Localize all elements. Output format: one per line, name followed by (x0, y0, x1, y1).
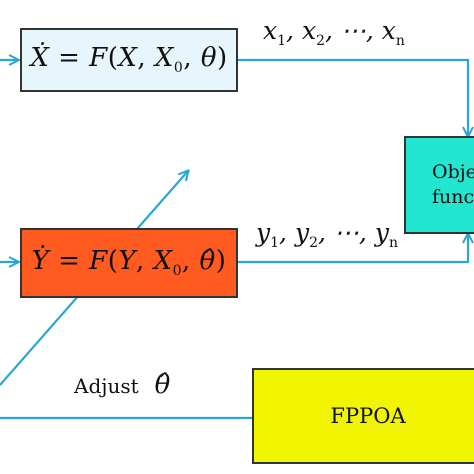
estimate-open-paren: ( (107, 246, 119, 277)
model-close-paren: ) (217, 43, 228, 74)
estimate-arg-theta-hat: θ̂ (199, 246, 216, 277)
model-eq-sign: = (58, 43, 81, 74)
model-arg-x0: X (154, 43, 174, 74)
fppoa-label: FPPOA (330, 404, 406, 428)
y-sequence-label: y1, y2, ⋯, yn (256, 218, 398, 251)
adjust-label: Adjust θ̂ (74, 370, 170, 400)
estimate-arg-x0: X (153, 246, 173, 277)
estimate-arg-y: Y (118, 246, 137, 277)
model-open-paren: ( (107, 43, 119, 74)
estimate-equation-box: Ẏ = F(Y, X0, θ̂) (20, 228, 238, 298)
estimate-lhs: Ẏ (31, 246, 50, 277)
x-sequence-label: x1, x2, ⋯, xn (263, 16, 405, 49)
estimate-to-objective-arrow (238, 234, 468, 264)
model-arg-theta: θ (200, 43, 218, 74)
objective-label-line1: Obje (432, 161, 474, 183)
estimate-arg-x0-sub: 0 (172, 263, 182, 280)
model-arg-x0-sub: 0 (173, 60, 184, 77)
adjust-theta-hat: θ̂ (154, 370, 171, 400)
model-equation-box: Ẋ = F(X, X0, θ) (20, 28, 238, 92)
model-arg-x: X (118, 43, 138, 74)
objective-label-line2: func (432, 186, 474, 208)
estimate-eq-sign: = (58, 246, 81, 277)
estimate-func: F (89, 246, 108, 277)
model-to-objective-arrow (238, 58, 468, 136)
model-func: F (89, 43, 108, 74)
model-equation: Ẋ = F(X, X0, θ) (30, 43, 228, 77)
model-lhs: Ẋ (30, 43, 50, 74)
estimate-equation: Ẏ = F(Y, X0, θ̂) (31, 246, 227, 280)
fppoa-box: FPPOA (252, 368, 474, 464)
objective-function-box: Obje func (404, 136, 474, 234)
adjust-word: Adjust (74, 374, 139, 398)
estimate-close-paren: ) (215, 246, 227, 277)
